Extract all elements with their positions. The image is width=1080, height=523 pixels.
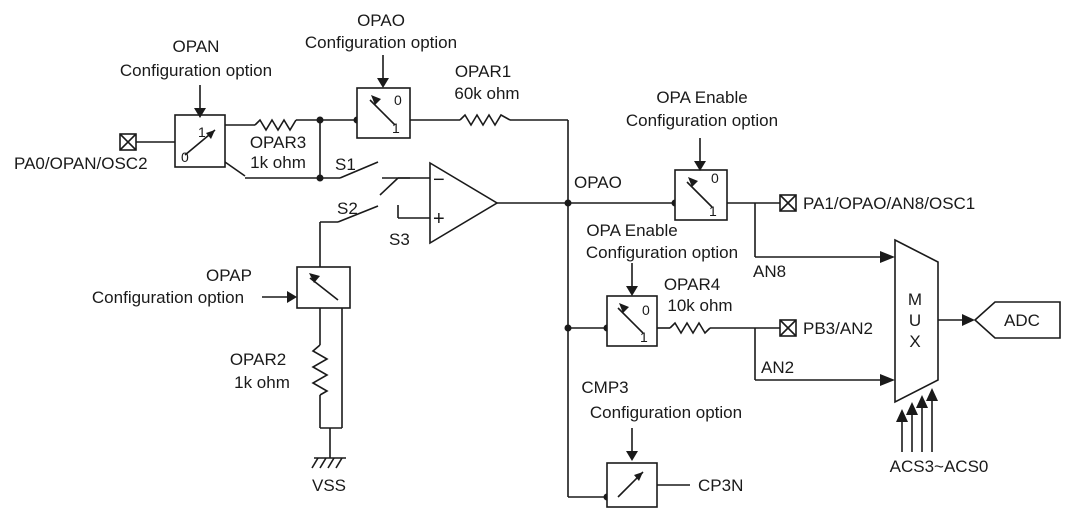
opap-title: OPAP [206,266,252,285]
opa-enable-selector-1 [674,169,728,221]
opa-enable-1-input-1: 1 [709,203,717,219]
opa-enable-2-input-1: 1 [640,329,648,345]
opamp-symbol [429,161,499,245]
opa-enable-1-input-0: 0 [711,170,719,186]
mux-letter-m: M [908,290,922,309]
opar3-value: 1k ohm [250,153,306,172]
opao-input-1: 1 [392,120,400,136]
opa-enable-2-input-0: 0 [642,302,650,318]
cmp3-subtitle: Configuration option [590,403,742,422]
opan-input-1: 1 [198,124,206,140]
config-arrows [194,78,706,461]
opa-enable-2-title: OPA Enable [586,221,677,240]
adc-label: ADC [1004,311,1040,330]
opar2-name: OPAR2 [230,350,286,369]
opan-title: OPAN [173,37,220,56]
net-vss-label: VSS [312,476,346,495]
opan-selector [174,114,226,168]
opar3-name: OPAR3 [250,133,306,152]
opap-selector [296,266,351,309]
opan-subtitle: Configuration option [120,61,272,80]
opao-subtitle: Configuration option [305,33,457,52]
net-an8-label: AN8 [753,262,786,281]
pin-cp3n-label: CP3N [698,476,743,495]
opar1-value: 60k ohm [454,84,519,103]
switch-s3-label: S3 [389,230,410,249]
switch-s2-label: S2 [337,199,358,218]
opa-enable-1-subtitle: Configuration option [626,111,778,130]
opamp-plus-label: + [433,208,445,230]
net-an2-label: AN2 [761,358,794,377]
opa-enable-2-subtitle: Configuration option [586,243,738,262]
pin-symbols [119,133,797,337]
opap-subtitle: Configuration option [92,288,244,307]
opan-input-0: 0 [181,149,189,165]
opao-selector [356,87,411,139]
mux-symbol [880,238,975,422]
mux-letter-x: X [909,332,920,351]
pin-pa1-label: PA1/OPAO/AN8/OSC1 [803,194,975,213]
adc-block [973,301,1061,339]
cmp3-selector [606,462,658,508]
opar4-name: OPAR4 [664,275,720,294]
opao-input-0: 0 [394,92,402,108]
net-acs-label: ACS3~ACS0 [890,457,989,476]
opamp-minus-label: − [433,169,445,191]
pin-pa0-label: PA0/OPAN/OSC2 [14,154,148,173]
switch-s1-label: S1 [335,155,356,174]
opar1-name: OPAR1 [455,62,511,81]
opa-enable-selector-2 [606,295,658,347]
labels: OPAN Configuration option 1 0 OPAO Confi… [14,11,1040,495]
opao-title: OPAO [357,11,405,30]
wires [136,55,962,498]
opa-enable-1-title: OPA Enable [656,88,747,107]
pin-pb3-label: PB3/AN2 [803,319,873,338]
ground-symbol [311,457,346,469]
mux-letter-u: U [909,311,921,330]
opar4-value: 10k ohm [667,296,732,315]
opar2-value: 1k ohm [234,373,290,392]
cmp3-title: CMP3 [581,378,628,397]
resistor-symbols [254,113,711,396]
net-opao-label: OPAO [574,173,622,192]
